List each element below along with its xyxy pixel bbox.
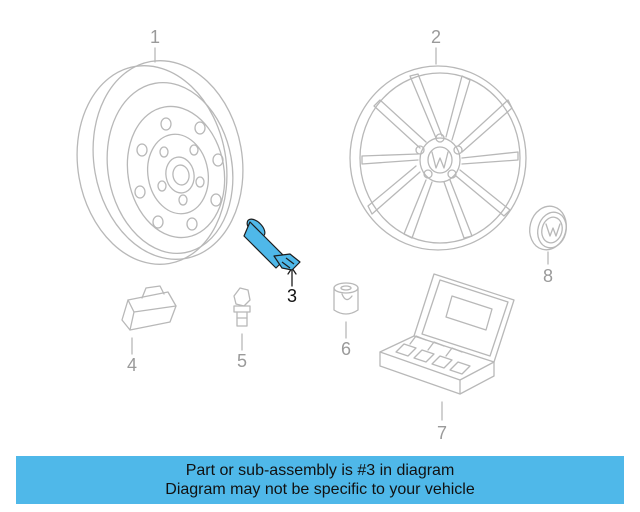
center-cap[interactable] — [525, 202, 571, 265]
lock-key-adapter[interactable] — [333, 282, 359, 339]
info-banner: Part or sub-assembly is #3 in diagram Di… — [16, 456, 624, 504]
steel-wheel[interactable] — [62, 47, 258, 276]
tpms-sensor[interactable] — [121, 285, 177, 355]
lock-bolt-kit[interactable] — [379, 273, 515, 421]
parts-diagram — [62, 47, 571, 421]
valve-stem[interactable] — [243, 216, 301, 271]
alloy-wheel[interactable] — [349, 47, 527, 251]
banner-line-2: Diagram may not be specific to your vehi… — [165, 481, 475, 498]
callout-2: 2 — [430, 27, 441, 47]
callout-8: 8 — [542, 266, 553, 286]
callout-6: 6 — [340, 339, 351, 359]
callout-4: 4 — [126, 355, 137, 375]
wheel-bolt[interactable] — [233, 287, 251, 351]
callout-7: 7 — [436, 423, 447, 443]
callout-1: 1 — [149, 27, 160, 47]
banner-line-1: Part or sub-assembly is #3 in diagram — [185, 462, 455, 479]
callout-5: 5 — [236, 351, 247, 371]
callout-3: 3 — [286, 286, 297, 306]
